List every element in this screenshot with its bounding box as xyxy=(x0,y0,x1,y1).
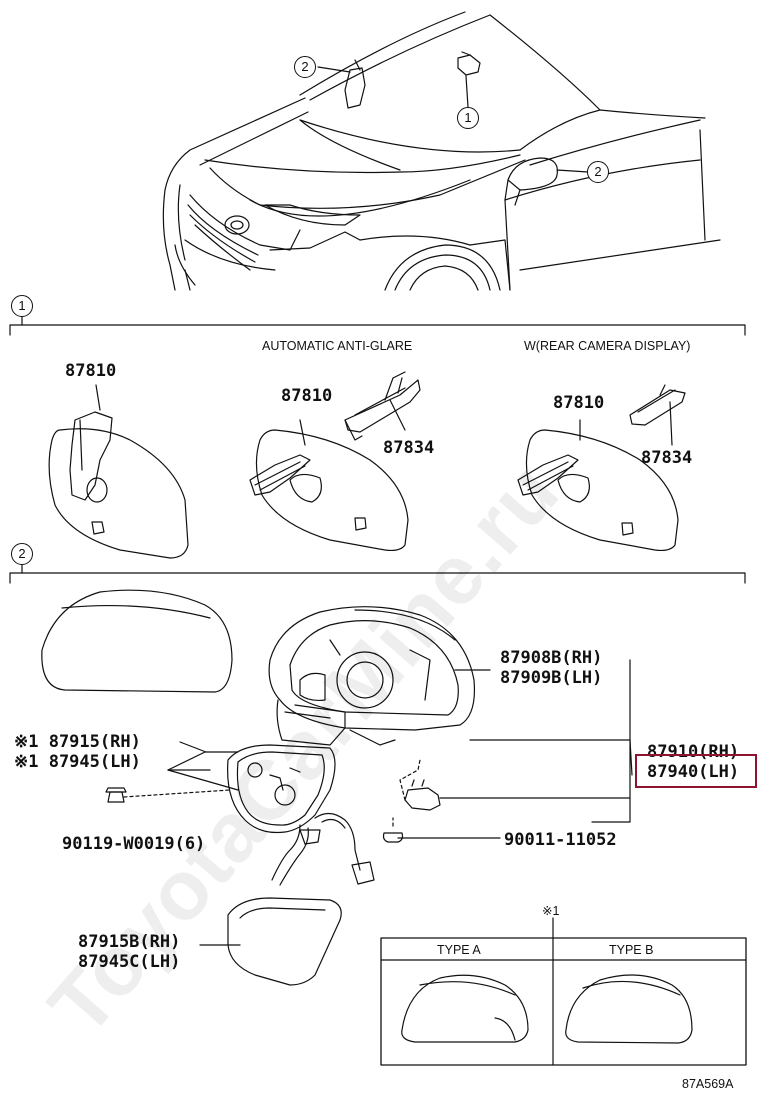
part-87945-lh: ※1 87945(LH) xyxy=(14,752,141,772)
part-87945c-lh: 87945C(LH) xyxy=(78,952,181,972)
part-87915-rh: ※1 87915(RH) xyxy=(14,732,141,752)
type-a-label: TYPE A xyxy=(437,943,481,957)
outer-mirror-assembly xyxy=(268,606,476,746)
part-87810-c: 87810 xyxy=(553,393,605,413)
part-90011-11052: 90011-11052 xyxy=(504,830,617,850)
part-87834-b: 87834 xyxy=(383,438,435,458)
bulb-socket xyxy=(382,759,441,843)
part-87940-lh: 87940(LH) xyxy=(647,762,740,782)
callout-inner-mirror: 1 xyxy=(457,107,479,129)
inner-mirror-b xyxy=(249,371,421,552)
inner-mirror-a xyxy=(48,384,189,559)
mirror-cover xyxy=(41,589,233,693)
type-b-label: TYPE B xyxy=(609,943,654,957)
section-2-frame xyxy=(9,564,746,584)
car-illustration xyxy=(162,11,721,291)
part-87834-c: 87834 xyxy=(641,448,693,468)
part-87810-a: 87810 xyxy=(65,361,117,381)
screw xyxy=(105,787,231,803)
part-87910-rh: 87910(RH) xyxy=(647,742,740,762)
part-87915b-rh: 87915B(RH) xyxy=(78,932,181,952)
part-87810-b: 87810 xyxy=(281,386,333,406)
section-1-frame xyxy=(9,316,746,336)
part-87908b-rh: 87908B(RH) xyxy=(500,648,603,668)
type-table xyxy=(380,917,747,1066)
mirror-base xyxy=(227,744,336,834)
leader-lines xyxy=(167,659,633,946)
callout-door-mirror: 2 xyxy=(587,161,609,183)
part-87909b-lh: 87909B(LH) xyxy=(500,668,603,688)
part-90119-w0019: 90119-W0019(6) xyxy=(62,834,206,854)
section-2-marker: 2 xyxy=(11,543,33,565)
inner-mirror-c xyxy=(517,384,686,552)
type-table-marker: ※1 xyxy=(542,904,560,918)
diagram-code: 87A569A xyxy=(682,1077,734,1091)
wire-harness xyxy=(271,812,375,886)
heading-rear-camera: W(REAR CAMERA DISPLAY) xyxy=(524,339,691,353)
highlight-box xyxy=(635,754,757,788)
section-1-marker: 1 xyxy=(11,295,33,317)
lower-cover xyxy=(227,897,342,986)
heading-auto-anti-glare: AUTOMATIC ANTI-GLARE xyxy=(262,339,413,353)
callout-windshield-mirror: 2 xyxy=(294,56,316,78)
